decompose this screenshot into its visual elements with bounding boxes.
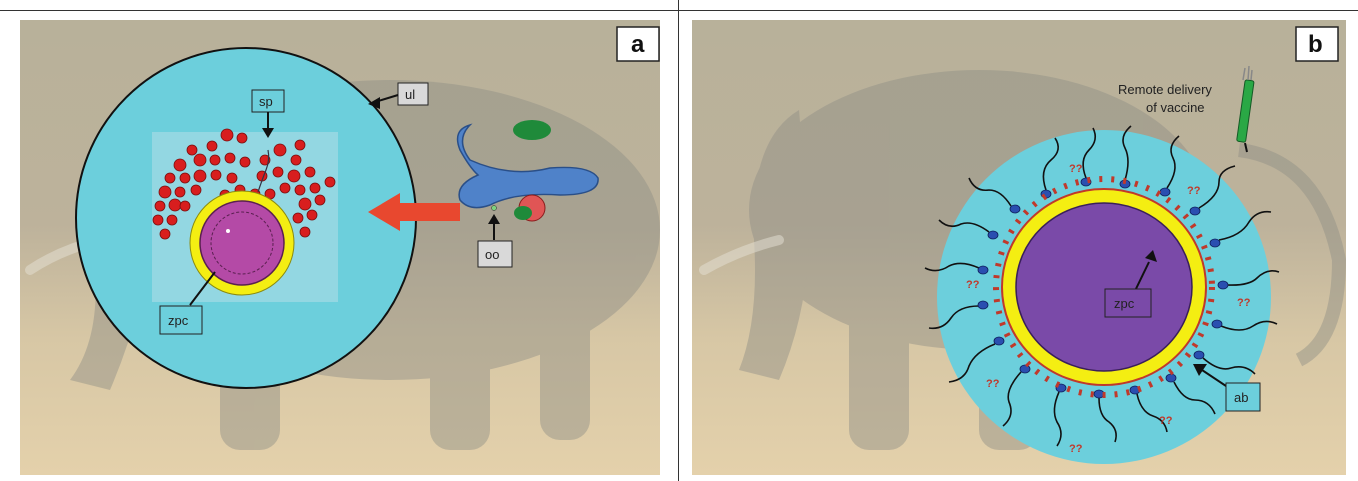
panel-divider: [678, 0, 679, 481]
arrowhead-ab: [1193, 364, 1207, 376]
oocyte: [199, 200, 285, 286]
unknown-mark: ??: [1069, 443, 1083, 455]
tusk: [699, 235, 784, 275]
label-box-ul: [397, 82, 429, 106]
remote-delivery-line1: Remote delivery: [1118, 82, 1212, 97]
sperm-tails: [924, 125, 1280, 447]
remote-delivery-line2: of vaccine: [1146, 100, 1205, 115]
label-box-oo: [477, 240, 513, 268]
unknown-mark: ??: [1159, 415, 1173, 427]
panel-b: b Remote delivery of vaccine: [679, 0, 1358, 481]
panel-letter-a: a: [631, 31, 645, 58]
oocyte: [1015, 202, 1193, 372]
label-box-zpc-b: [1104, 288, 1152, 318]
arrow-ab: [1198, 367, 1230, 389]
label-ul: ul: [405, 87, 415, 102]
label-ab: ab: [1234, 390, 1248, 405]
label-sp: sp: [259, 94, 273, 109]
unknown-mark: ??: [986, 378, 1000, 390]
sperm-heads: [977, 177, 1229, 399]
arrowhead-sp: [262, 128, 274, 138]
panel-b-svg: b Remote delivery of vaccine: [692, 20, 1347, 475]
nucleus-spot: [226, 229, 230, 233]
ovary-top: [513, 120, 551, 140]
antibody-ring: [993, 176, 1215, 398]
panel-a: a: [20, 20, 660, 475]
arrowhead-oo: [488, 214, 500, 224]
label-zpc-b: zpc: [1114, 296, 1135, 311]
ovary-bottom: [514, 206, 532, 220]
vaccine-dart-icon: [1236, 65, 1255, 153]
unknown-mark: ??: [966, 279, 980, 291]
panel-letter-b: b: [1308, 31, 1323, 58]
panel-letter-box: [1295, 26, 1339, 62]
arrow-zpc-a: [189, 271, 216, 306]
label-oo: oo: [485, 247, 499, 262]
oocyte-dot: [491, 205, 497, 211]
arrowhead-ul: [368, 97, 380, 109]
unknown-mark: ??: [1069, 163, 1083, 175]
label-box-zpc-a: [159, 305, 203, 335]
panel-letter-box: [616, 26, 660, 62]
label-zpc-a: zpc: [168, 313, 189, 328]
top-rule: [0, 10, 1358, 11]
oocyte-membrane: [210, 211, 274, 275]
sperm-tail: [257, 149, 270, 193]
panel-a-svg: a: [20, 20, 660, 475]
red-arrow: [368, 193, 460, 231]
unknown-mark: ??: [1187, 185, 1201, 197]
unknown-mark: ??: [1237, 297, 1251, 309]
arrowhead-zpc-b: [1145, 250, 1157, 262]
label-box-ab: [1225, 382, 1261, 412]
